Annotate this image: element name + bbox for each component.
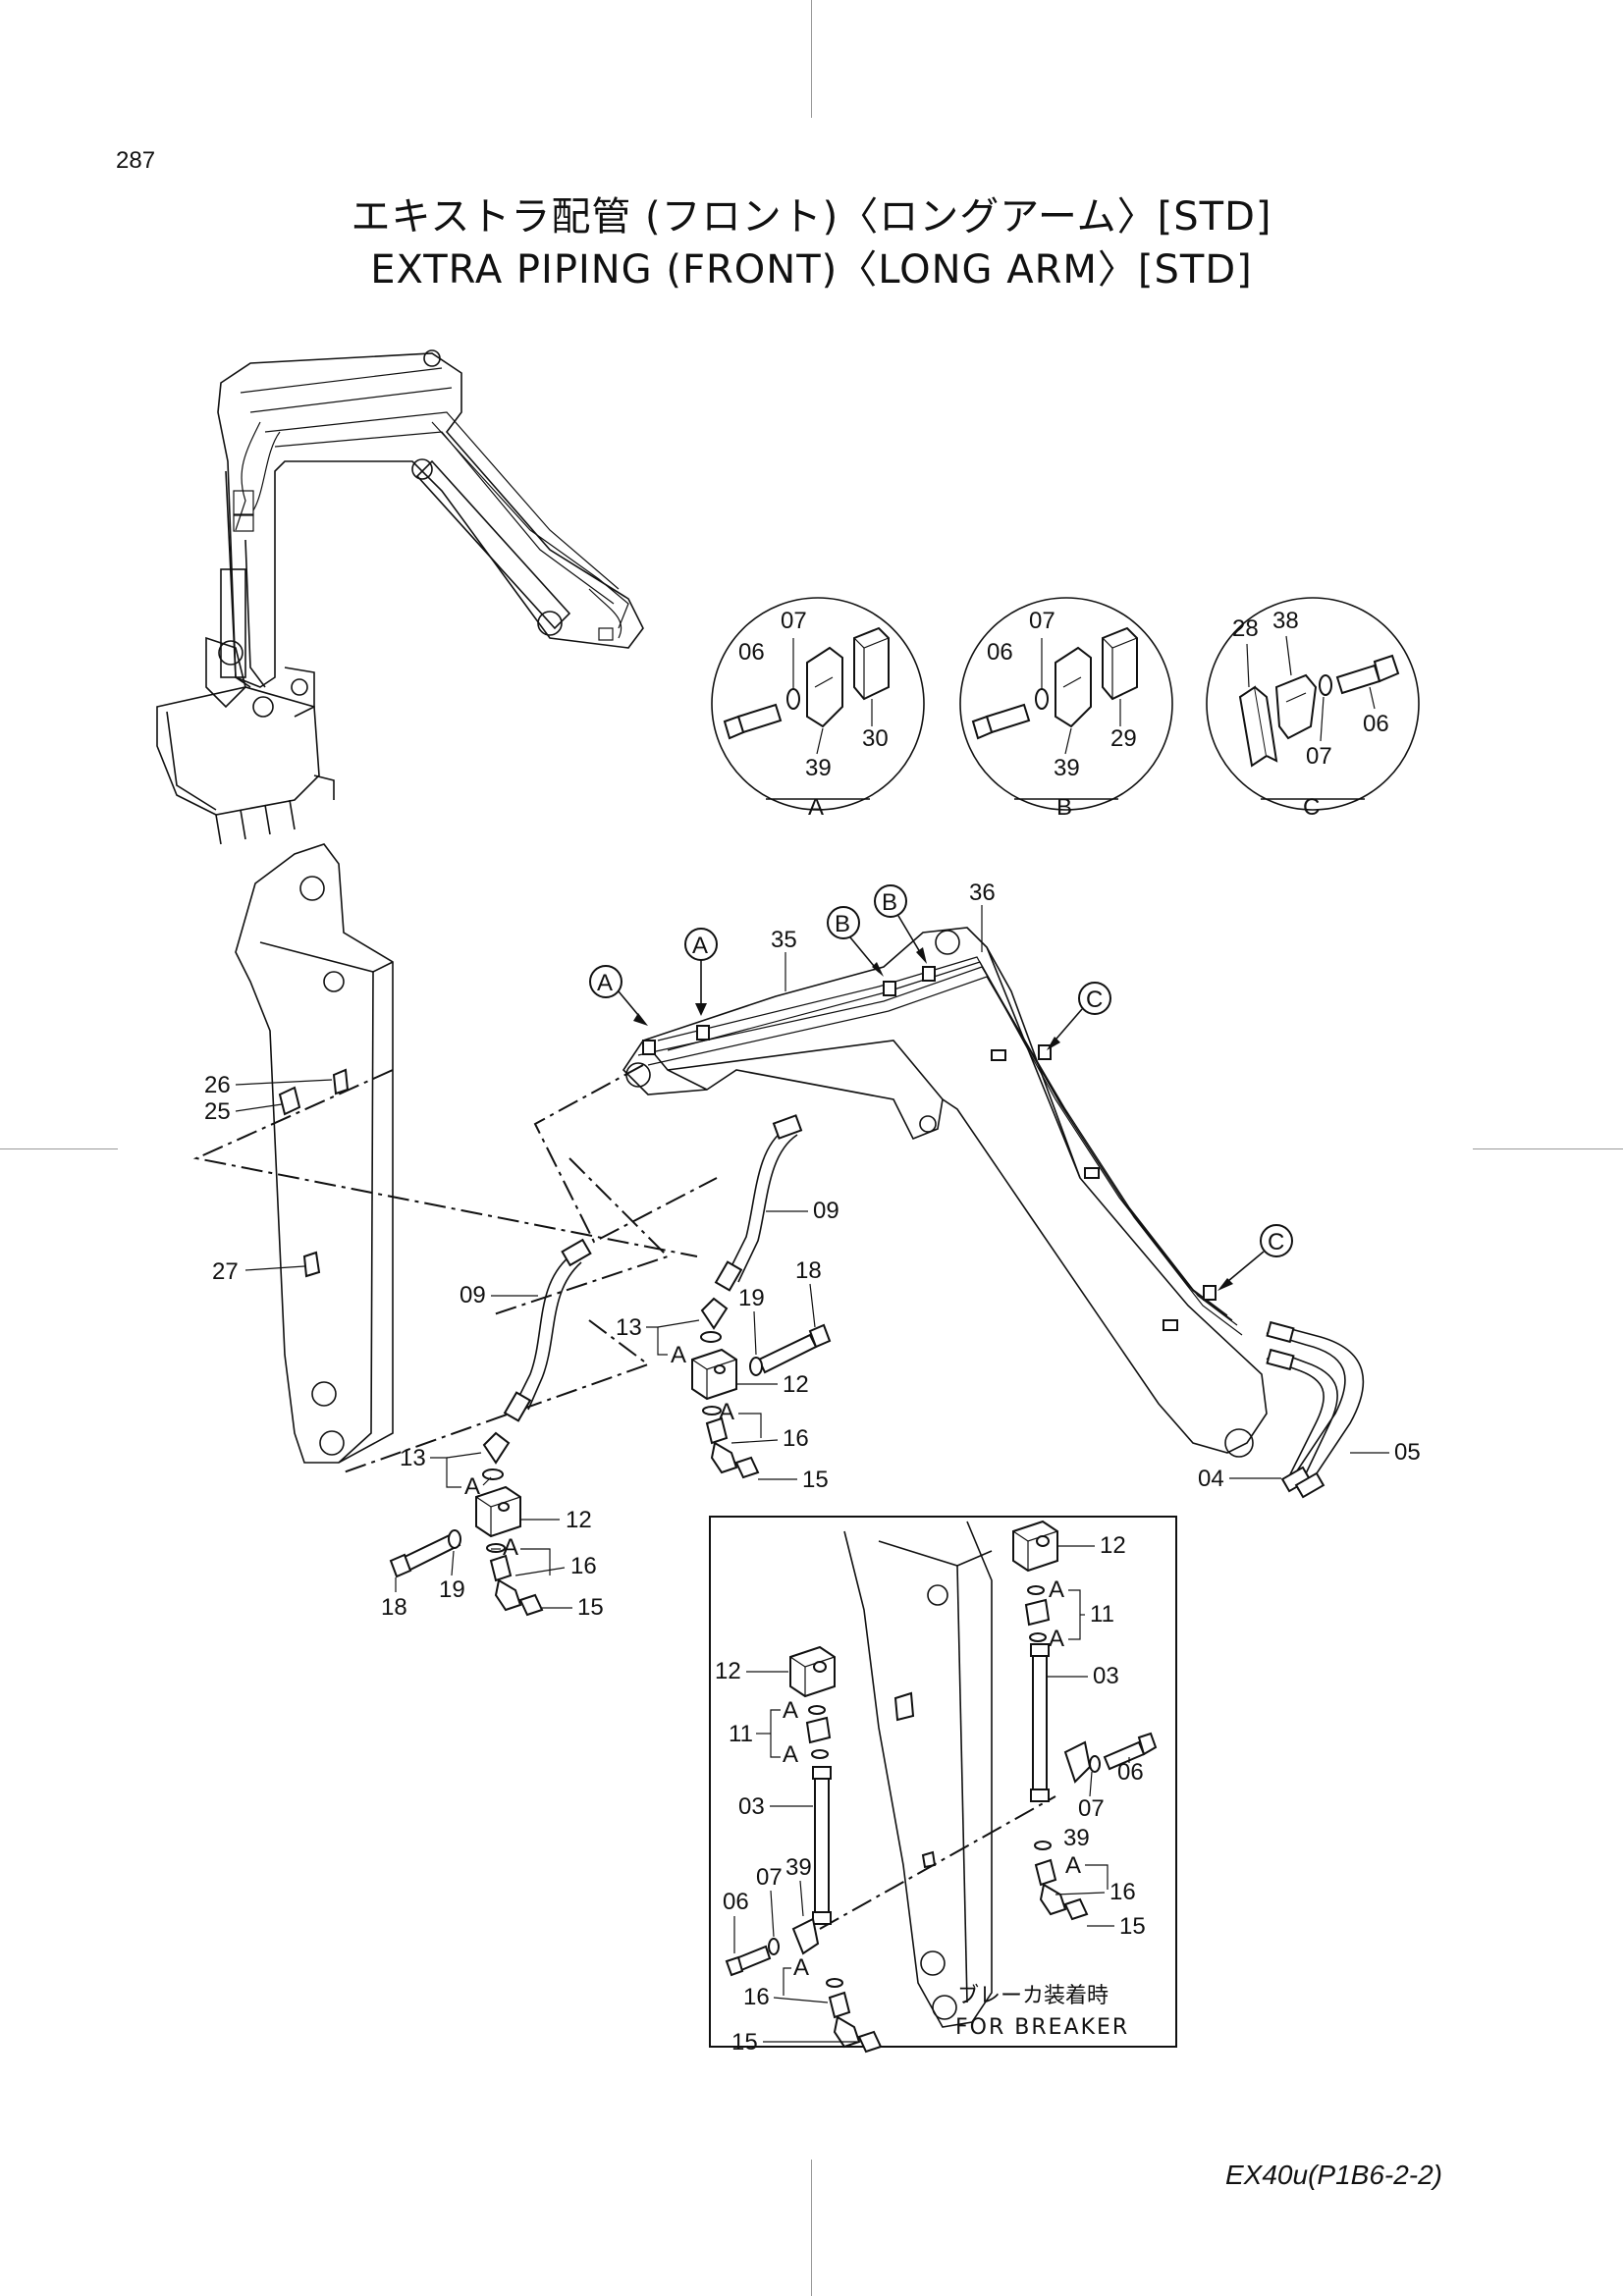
callout-a-1: A: [589, 965, 648, 1026]
breaker-caption-en: FOR BREAKER: [955, 2015, 1129, 2040]
inset-label-12-right: 12: [1100, 1532, 1126, 1559]
label-part-18-center: 18: [795, 1257, 822, 1284]
model-code: EX40u(P1B6-2-2): [1225, 2160, 1443, 2190]
detail-b-part-29: 29: [1110, 725, 1137, 752]
detail-letter-a: A: [808, 794, 824, 821]
detail-c-part-28: 28: [1232, 615, 1259, 642]
inset-label-07-right: 07: [1078, 1795, 1105, 1822]
label-part-16-left: 16: [570, 1553, 597, 1579]
detail-a-part-06: 06: [738, 639, 765, 666]
label-part-15-center: 15: [802, 1467, 829, 1493]
inset-label-16-right: 16: [1109, 1879, 1136, 1905]
symbol-a-left-1: A: [464, 1473, 480, 1500]
label-part-19-center: 19: [738, 1285, 765, 1311]
label-part-27: 27: [212, 1258, 239, 1285]
detail-c-part-38: 38: [1272, 608, 1299, 634]
detail-view-a: A 06 07 39 30: [711, 597, 925, 821]
label-part-26: 26: [204, 1072, 231, 1098]
detail-a-part-30: 30: [862, 725, 889, 752]
inset-label-11-right: 11: [1090, 1601, 1114, 1628]
label-part-15-left: 15: [577, 1594, 604, 1621]
label-part-18-left: 18: [381, 1594, 407, 1621]
inset-label-15-right: 15: [1119, 1913, 1146, 1940]
inset-label-03-right: 03: [1093, 1663, 1119, 1689]
svg-text:B: B: [835, 911, 850, 937]
label-part-13-center: 13: [616, 1314, 642, 1341]
detail-letter-c: C: [1303, 794, 1320, 821]
label-part-04: 04: [1198, 1466, 1224, 1492]
svg-text:A: A: [597, 970, 613, 996]
boom-right: [622, 927, 1365, 1499]
arm-left: [235, 843, 394, 1464]
inset-label-03-left: 03: [738, 1793, 765, 1820]
detail-a-part-07: 07: [781, 608, 807, 634]
breaker-inset: [709, 1516, 1177, 2054]
label-part-19-left: 19: [439, 1576, 465, 1603]
title-japanese: エキストラ配管 (フロント)〈ロングアーム〉[STD]: [351, 194, 1272, 240]
detail-c-part-07: 07: [1306, 743, 1332, 770]
symbol-a-inset-l3: A: [793, 1954, 809, 1981]
callout-b-2: B: [874, 884, 927, 964]
callout-c-2: C: [1217, 1224, 1293, 1291]
detail-view-b: B 06 07 39 29: [959, 597, 1173, 821]
label-part-36: 36: [969, 880, 996, 906]
symbol-a-inset-l1: A: [783, 1697, 798, 1724]
svg-text:A: A: [692, 933, 708, 959]
inset-label-16-left: 16: [743, 1984, 770, 2010]
detail-c-part-06: 06: [1363, 711, 1389, 737]
inset-label-11-left: 11: [729, 1721, 753, 1747]
symbol-a-center-2: A: [719, 1399, 734, 1425]
page-number: 287: [116, 147, 156, 174]
crop-mark-top: [811, 0, 812, 118]
breaker-caption-jp: ブレーカ装着時: [957, 1984, 1109, 2008]
label-part-09-center: 09: [813, 1198, 839, 1224]
label-part-09-left: 09: [460, 1282, 486, 1308]
symbol-a-inset-r2: A: [1049, 1626, 1064, 1652]
callout-c-1: C: [1047, 982, 1111, 1050]
label-part-25: 25: [204, 1098, 231, 1125]
detail-b-part-39: 39: [1054, 755, 1080, 781]
hose-assembly-center: [691, 1114, 832, 1479]
callout-a-2: A: [684, 928, 718, 1016]
label-part-35: 35: [771, 927, 797, 953]
detail-b-part-06: 06: [987, 639, 1013, 666]
label-part-12-left: 12: [566, 1507, 592, 1533]
inset-label-39-left: 39: [785, 1854, 812, 1881]
detail-view-c: C 28 38 07 06: [1206, 597, 1420, 821]
crop-mark-bottom: [811, 2160, 812, 2296]
detail-letter-b: B: [1056, 794, 1072, 821]
excavator-overview: [156, 349, 644, 845]
detail-b-part-07: 07: [1029, 608, 1055, 634]
inset-label-06-left: 06: [723, 1889, 749, 1915]
symbol-a-inset-r1: A: [1049, 1576, 1064, 1603]
crop-mark-right: [1473, 1148, 1623, 1149]
inset-label-12-left: 12: [715, 1658, 741, 1684]
inset-label-06-right: 06: [1117, 1759, 1144, 1786]
detail-a-part-39: 39: [805, 755, 832, 781]
svg-text:C: C: [1086, 987, 1103, 1013]
label-part-05: 05: [1394, 1439, 1421, 1466]
crop-mark-left: [0, 1148, 118, 1149]
inset-label-07-left: 07: [756, 1864, 783, 1891]
label-part-16-center: 16: [783, 1425, 809, 1452]
inset-label-39-right: 39: [1063, 1825, 1090, 1851]
hose-assembly-left: [389, 1238, 592, 1617]
inset-label-15-left: 15: [731, 2029, 758, 2056]
symbol-a-left-2: A: [503, 1534, 518, 1561]
callout-b-1: B: [827, 906, 884, 977]
svg-text:C: C: [1268, 1229, 1284, 1255]
svg-text:B: B: [882, 889, 897, 916]
title-english: EXTRA PIPING (FRONT)〈LONG ARM〉[STD]: [370, 247, 1253, 293]
symbol-a-inset-l2: A: [783, 1741, 798, 1768]
symbol-a-center-1: A: [671, 1342, 686, 1368]
label-part-13-left: 13: [400, 1445, 426, 1471]
label-part-12-center: 12: [783, 1371, 809, 1398]
symbol-a-inset-r3: A: [1065, 1852, 1081, 1879]
